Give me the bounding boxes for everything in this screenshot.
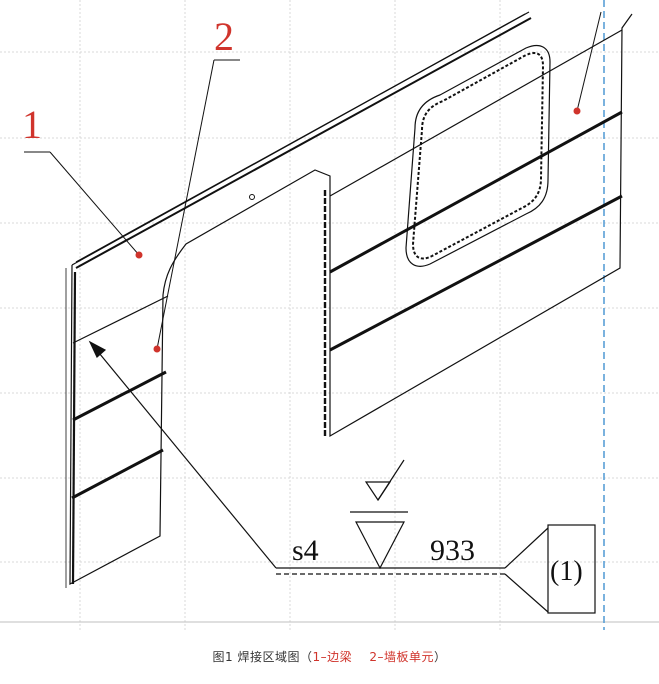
caption-title: 焊接区域图 — [237, 650, 300, 664]
left-panel — [65, 11, 532, 588]
weld-tail-text: (1) — [550, 556, 583, 587]
caption-close-paren: ） — [434, 650, 447, 664]
caption-figure-number: 图1 — [212, 650, 234, 664]
callout-3 — [573, 11, 602, 115]
callout-1-number: 1 — [22, 102, 42, 147]
fillet-weld-symbol — [364, 481, 392, 502]
caption-item-2: 2–墙板单元 — [369, 650, 435, 664]
right-panel — [323, 13, 633, 438]
weld-arrow-head — [88, 340, 107, 358]
weld-arrow-line — [89, 341, 277, 569]
callout-1: 1 — [22, 102, 143, 259]
figure-caption: 图1 焊接区域图（1–边梁 2–墙板单元） — [0, 648, 659, 665]
weld-tail-box — [547, 524, 596, 614]
callout-2: 2 — [153, 14, 240, 353]
weld-right-text: 933 — [430, 534, 475, 567]
callout-2-number: 2 — [214, 14, 234, 59]
weld-symbol — [88, 340, 596, 614]
weld-triangle-symbol — [355, 521, 405, 570]
weld-left-text: s4 — [292, 534, 319, 567]
caption-item-1: 1–边梁 — [312, 650, 353, 664]
weld-area-diagram: 1 2 s4 933 (1) — [0, 0, 659, 630]
window-opening — [405, 44, 551, 267]
caption-open-paren: （ — [299, 650, 313, 664]
weld-tail — [504, 527, 549, 613]
bolt-mark — [249, 194, 255, 200]
